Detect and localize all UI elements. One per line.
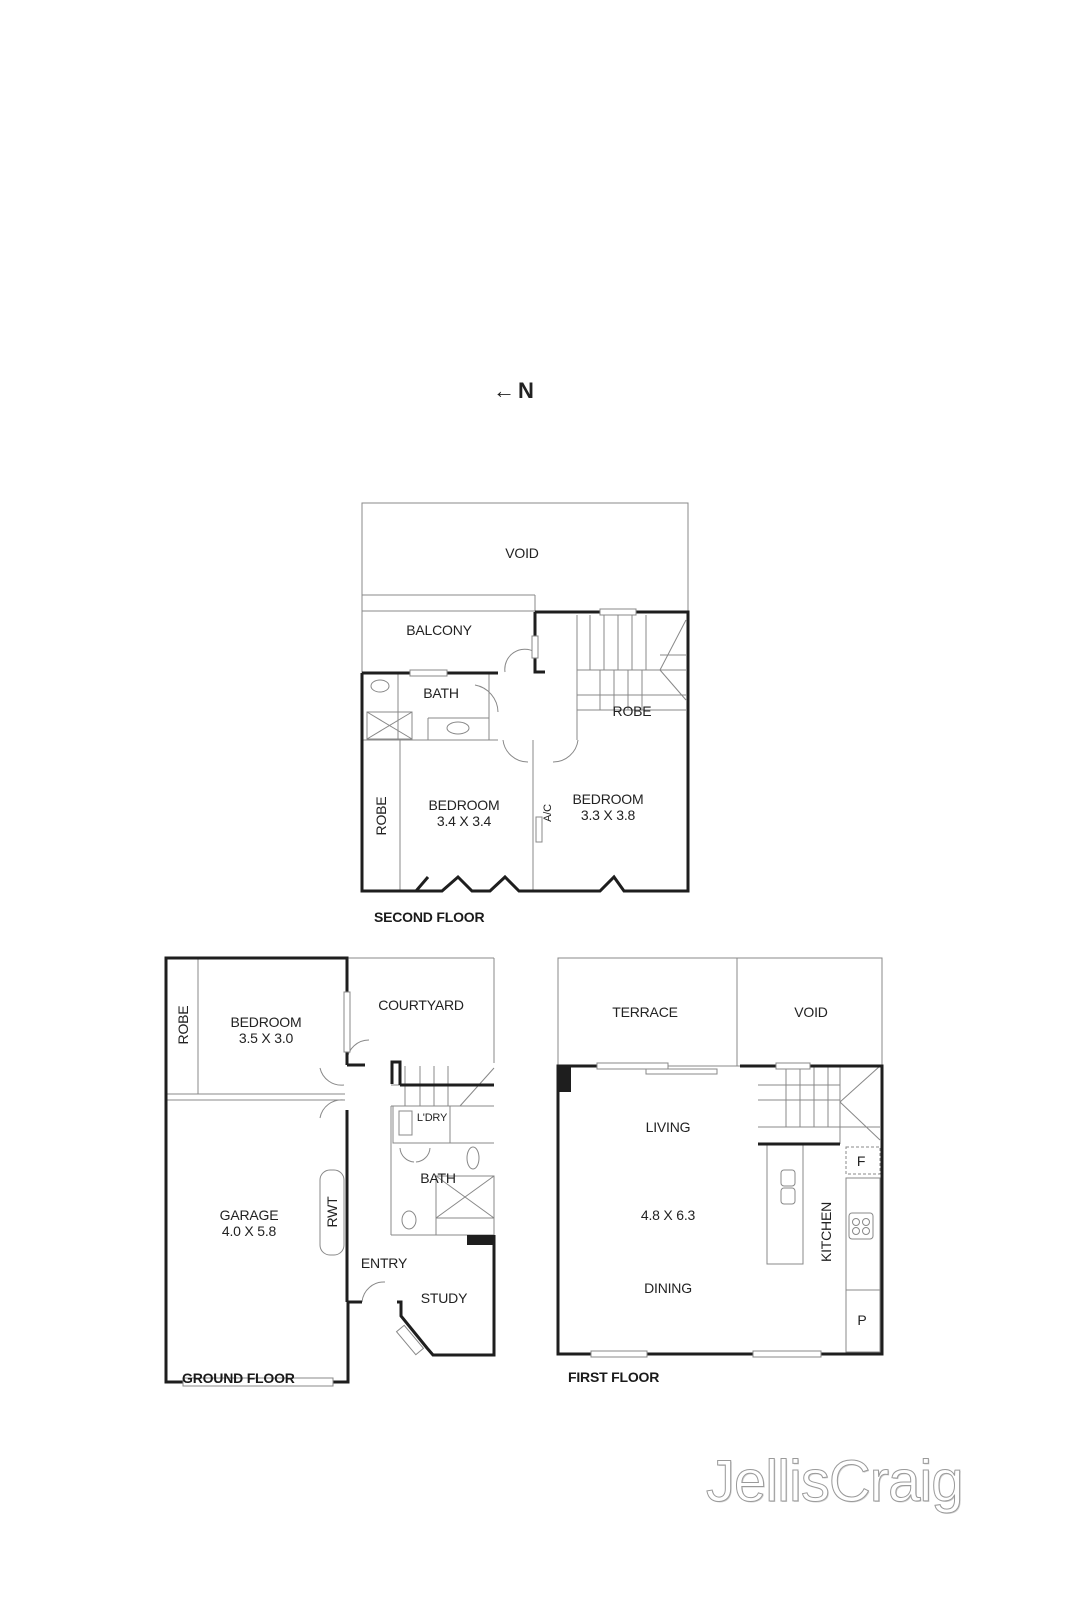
room-robe-ground: ROBE <box>175 1005 191 1045</box>
room-name: BEDROOM <box>428 797 500 813</box>
room-balcony: BALCONY <box>406 622 472 638</box>
room-dimensions: 3.3 X 3.8 <box>580 807 636 823</box>
room-bath-second: BATH <box>423 685 459 701</box>
room-bedroom-second-2: BEDROOM 3.3 X 3.8 <box>573 791 644 823</box>
room-dimensions: 3.5 X 3.0 <box>238 1030 294 1046</box>
room-living: LIVING <box>645 1119 691 1135</box>
room-void-first: VOID <box>794 1004 828 1020</box>
room-name: BEDROOM <box>572 791 644 807</box>
north-label: N <box>518 378 534 403</box>
room-living-dimensions: 4.8 X 6.3 <box>640 1207 696 1223</box>
fridge-label: F <box>856 1153 866 1169</box>
room-laundry: L'DRY <box>416 1112 448 1124</box>
room-kitchen: KITCHEN <box>818 1201 834 1263</box>
ac-unit-label: A/C <box>542 804 554 822</box>
room-name: GARAGE <box>219 1207 279 1223</box>
room-dimensions: 3.4 X 3.4 <box>436 813 492 829</box>
room-entry: ENTRY <box>360 1255 408 1271</box>
rainwater-tank-label: RWT <box>324 1196 340 1228</box>
room-name: BEDROOM <box>230 1014 302 1030</box>
arrow-left-icon: ← <box>493 378 515 403</box>
room-bedroom-second-1: BEDROOM 3.4 X 3.4 <box>429 797 500 829</box>
room-courtyard: COURTYARD <box>378 997 464 1013</box>
room-void-second: VOID <box>505 545 539 561</box>
floor-title-second: SECOND FLOOR <box>374 909 485 925</box>
room-garage: GARAGE 4.0 X 5.8 <box>220 1207 279 1239</box>
room-dimensions: 4.0 X 5.8 <box>221 1223 277 1239</box>
pantry-label: P <box>857 1312 867 1328</box>
room-terrace: TERRACE <box>612 1004 678 1020</box>
floor-title-ground: GROUND FLOOR <box>182 1370 295 1386</box>
floor-title-first: FIRST FLOOR <box>568 1369 660 1385</box>
room-bedroom-ground: BEDROOM 3.5 X 3.0 <box>231 1014 302 1046</box>
room-robe-second-top: ROBE <box>612 703 652 719</box>
room-study: STUDY <box>420 1290 468 1306</box>
brand-logo: JellisCraig <box>706 1449 965 1515</box>
room-dining: DINING <box>644 1280 692 1296</box>
north-compass: ←N <box>493 378 534 404</box>
room-robe-second-left: ROBE <box>373 796 389 836</box>
room-bath-ground: BATH <box>420 1170 456 1186</box>
